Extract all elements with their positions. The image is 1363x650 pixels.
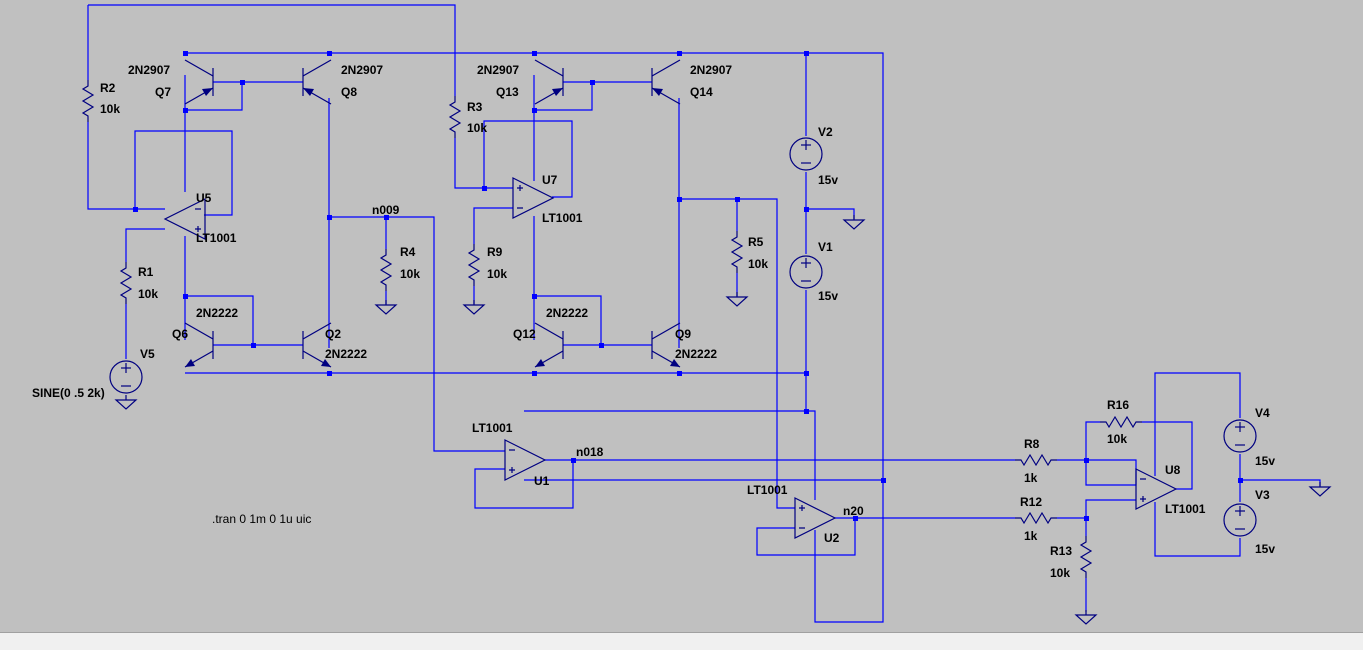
r4-value: 10k	[400, 267, 420, 281]
resistor-r12[interactable]	[1014, 512, 1058, 524]
u8-model: LT1001	[1165, 502, 1206, 516]
q8-label: Q8	[341, 85, 357, 99]
r1-value: 10k	[138, 287, 158, 301]
r5-value: 10k	[748, 257, 768, 271]
ground-symbol	[1309, 481, 1331, 497]
v5-value: SINE(0 .5 2k)	[32, 386, 105, 400]
u7-label: U7	[542, 173, 558, 187]
r16-value: 10k	[1107, 432, 1127, 446]
ground-symbol	[115, 394, 137, 410]
voltage-source-v1[interactable]	[789, 255, 823, 289]
q7-label: Q7	[155, 85, 171, 99]
transistor-q7[interactable]	[184, 59, 214, 105]
q13-model: 2N2907	[477, 63, 519, 77]
voltage-source-v4[interactable]	[1223, 419, 1257, 453]
r8-label: R8	[1024, 437, 1040, 451]
r12-label: R12	[1020, 495, 1042, 509]
junctions	[133, 51, 1243, 521]
transistor-q12[interactable]	[534, 322, 564, 368]
q6-model: 2N2222	[196, 306, 238, 320]
q12-model: 2N2222	[546, 306, 588, 320]
v2-value: 15v	[818, 173, 838, 187]
status-bar	[0, 632, 1363, 650]
v3-value: 15v	[1255, 542, 1275, 556]
net-label-n018: n018	[576, 445, 604, 459]
ground-symbol	[726, 291, 748, 307]
v4-value: 15v	[1255, 454, 1275, 468]
schematic-canvas[interactable]: R2 10k R1 10k R4 10k R3 10k R9 10k R5 10…	[0, 0, 1363, 632]
v5-label: V5	[140, 347, 155, 361]
q14-model: 2N2907	[690, 63, 732, 77]
r9-value: 10k	[487, 267, 507, 281]
v1-value: 15v	[818, 289, 838, 303]
resistor-r1[interactable]	[120, 261, 132, 305]
u2-model: LT1001	[747, 483, 788, 497]
wires	[87, 4, 1321, 623]
r9-label: R9	[487, 245, 503, 259]
r3-value: 10k	[467, 121, 487, 135]
voltage-source-v3[interactable]	[1223, 503, 1257, 537]
v2-label: V2	[818, 125, 833, 139]
q2-model: 2N2222	[325, 347, 367, 361]
r8-value: 1k	[1024, 471, 1038, 485]
r5-label: R5	[748, 235, 764, 249]
ground-symbol	[1075, 609, 1097, 625]
u5-label: U5	[196, 191, 212, 205]
voltage-source-v2[interactable]	[789, 137, 823, 171]
net-label-n009: n009	[372, 203, 400, 217]
q7-model: 2N2907	[128, 63, 170, 77]
transistor-q6[interactable]	[184, 322, 214, 368]
resistor-r9[interactable]	[468, 243, 480, 287]
v1-label: V1	[818, 240, 833, 254]
resistor-r8[interactable]	[1014, 454, 1058, 466]
r13-value: 10k	[1050, 566, 1070, 580]
q14-label: Q14	[690, 85, 713, 99]
q6-label: Q6	[172, 327, 188, 341]
u1-label: U1	[534, 474, 550, 488]
transistor-q13[interactable]	[534, 59, 564, 105]
r2-label: R2	[100, 81, 116, 95]
q8-model: 2N2907	[341, 63, 383, 77]
u8-label: U8	[1165, 463, 1181, 477]
q2-label: Q2	[325, 327, 341, 341]
v3-label: V3	[1255, 488, 1270, 502]
u7-model: LT1001	[542, 211, 583, 225]
r2-value: 10k	[100, 102, 120, 116]
resistor-r16[interactable]	[1099, 416, 1143, 428]
resistor-r5[interactable]	[731, 230, 743, 274]
u5-model: LT1001	[196, 231, 237, 245]
u2-label: U2	[824, 531, 840, 545]
r12-value: 1k	[1024, 529, 1038, 543]
resistor-r3[interactable]	[449, 95, 461, 139]
r1-label: R1	[138, 265, 154, 279]
voltage-source-v5[interactable]	[109, 360, 143, 394]
net-label-n20: n20	[843, 504, 864, 518]
q9-label: Q9	[675, 327, 691, 341]
ground-symbol	[463, 299, 485, 315]
resistor-r2[interactable]	[82, 79, 94, 123]
q12-label: Q12	[513, 327, 536, 341]
q9-model: 2N2222	[675, 347, 717, 361]
r3-label: R3	[467, 100, 483, 114]
transistor-q8[interactable]	[302, 59, 332, 105]
r4-label: R4	[400, 245, 416, 259]
resistor-r13[interactable]	[1080, 535, 1092, 579]
ground-symbol	[843, 214, 865, 230]
u1-model: LT1001	[472, 421, 513, 435]
transistor-q14[interactable]	[651, 59, 681, 105]
ground-symbol	[375, 299, 397, 315]
r16-label: R16	[1107, 398, 1129, 412]
spice-directive[interactable]: .tran 0 1m 0 1u uic	[212, 512, 311, 526]
v4-label: V4	[1255, 406, 1270, 420]
resistor-r4[interactable]	[380, 248, 392, 292]
r13-label: R13	[1050, 544, 1072, 558]
q13-label: Q13	[496, 85, 519, 99]
